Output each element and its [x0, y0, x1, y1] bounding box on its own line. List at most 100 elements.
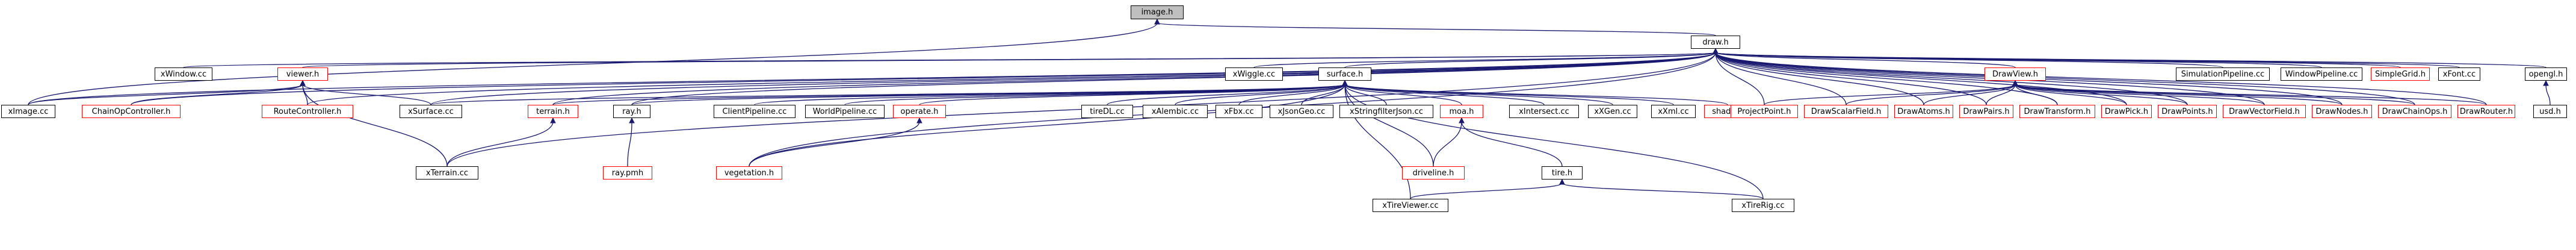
edge-50 — [1344, 84, 1674, 105]
edge-61 — [1410, 183, 1563, 199]
node-simulationpipeline-cc[interactable]: SimulationPipeline.cc — [2176, 67, 2270, 81]
node-surface-h[interactable]: surface.h — [1318, 67, 1371, 81]
edge-10 — [1715, 52, 2460, 68]
edge-3 — [302, 52, 1716, 68]
node-tire-h[interactable]: tire.h — [1542, 166, 1583, 180]
node-projectpoint-h[interactable]: ProjectPoint.h — [1731, 105, 1798, 118]
node-drawchainops-h[interactable]: DrawChainOps.h — [2378, 105, 2451, 118]
edge-31 — [28, 84, 303, 105]
edge-47 — [1344, 84, 1462, 105]
node-xxml-cc[interactable]: xXml.cc — [1651, 105, 1696, 118]
node-windowpipeline-cc[interactable]: WindowPipeline.cc — [2281, 67, 2362, 81]
node-drawatoms-h[interactable]: DrawAtoms.h — [1894, 105, 1953, 118]
node-xfont-cc[interactable]: xFont.cc — [2438, 67, 2480, 81]
edge-65 — [1923, 84, 2016, 105]
node-xwindow-cc[interactable]: xWindow.cc — [155, 67, 212, 81]
node-drawtransform-h[interactable]: DrawTransform.h — [2019, 105, 2095, 118]
edge-arrow-30 — [1713, 48, 1719, 54]
edge-68 — [2015, 84, 2127, 105]
node-xalembic-cc[interactable]: xAlembic.cc — [1143, 105, 1208, 118]
edge-arrow-1 — [1154, 18, 1160, 25]
edge-23 — [1715, 52, 1987, 105]
edge-64 — [1846, 84, 2016, 105]
edge-71 — [2015, 84, 2343, 105]
edge-20 — [1715, 52, 1765, 105]
edge-6 — [1715, 52, 2016, 68]
node-xtirerig-cc[interactable]: xTireRig.cc — [1732, 199, 1794, 212]
edge-58 — [749, 121, 920, 167]
edge-17 — [631, 52, 1716, 105]
edge-67 — [2015, 84, 2058, 105]
node-xintersect-cc[interactable]: xIntersect.cc — [1509, 105, 1579, 118]
edge-56 — [446, 121, 554, 167]
edge-38 — [631, 84, 1345, 105]
node-terrain-h[interactable]: terrain.h — [528, 105, 578, 118]
edge-21 — [1715, 52, 1847, 105]
edge-29 — [1715, 52, 2415, 105]
node-clientpipeline-cc[interactable]: ClientPipeline.cc — [714, 105, 795, 118]
edge-54 — [1344, 84, 1764, 199]
node-drawpairs-h[interactable]: DrawPairs.h — [1959, 105, 2013, 118]
node-ximage-cc[interactable]: xImage.cc — [1, 105, 55, 118]
edge-49 — [1344, 84, 1613, 105]
edge-arrow-56 — [550, 117, 556, 123]
node-xjsongeo-cc[interactable]: xJsonGeo.cc — [1270, 105, 1333, 118]
node-tiredl-cc[interactable]: tireDL.cc — [1081, 105, 1133, 118]
node-xfbx-cc[interactable]: xFbx.cc — [1215, 105, 1262, 118]
edge-5 — [1344, 52, 1716, 68]
node-worldpipeline-cc[interactable]: WorldPipeline.cc — [805, 105, 885, 118]
edge-73 — [2015, 84, 2487, 105]
node-moa-h[interactable]: moa.h — [1440, 105, 1483, 118]
edge-48 — [1344, 84, 1545, 105]
edge-arrow-60 — [1459, 117, 1465, 123]
node-usd-h[interactable]: usd.h — [2533, 105, 2567, 118]
node-drawview-h[interactable]: DrawView.h — [1985, 67, 2046, 81]
edge-arrow-58 — [916, 117, 922, 123]
node-drawpoints-h[interactable]: DrawPoints.h — [2158, 105, 2217, 118]
node-ray-pmh[interactable]: ray.pmh — [603, 166, 652, 180]
node-drawvectorfield-h[interactable]: DrawVectorField.h — [2223, 105, 2306, 118]
edge-35 — [302, 84, 448, 167]
edge-13 — [131, 52, 1716, 105]
edge-arrow-57 — [629, 117, 635, 123]
edge-66 — [1986, 84, 2016, 105]
node-routecontroller-h[interactable]: RouteController.h — [262, 105, 353, 118]
edge-arrow-74 — [2543, 80, 2549, 86]
node-draw-h[interactable]: draw.h — [1691, 36, 1740, 49]
edge-14 — [307, 52, 1716, 105]
edge-41 — [919, 84, 1345, 105]
edge-60 — [1461, 121, 1563, 167]
edge-36 — [430, 84, 1345, 105]
edge-arrow-55 — [1342, 80, 1348, 86]
node-vegetation-h[interactable]: vegetation.h — [716, 166, 782, 180]
node-xsurface-cc[interactable]: xSurface.cc — [400, 105, 462, 118]
edge-63 — [1764, 84, 2016, 105]
edge-1 — [28, 22, 1158, 105]
node-drawnodes-h[interactable]: DrawNodes.h — [2312, 105, 2372, 118]
node-image-h[interactable]: image.h — [1131, 5, 1184, 19]
node-xterrain-cc[interactable]: xTerrain.cc — [416, 166, 478, 180]
node-xtireviewer-cc[interactable]: xTireViewer.cc — [1373, 199, 1448, 212]
edge-46 — [1344, 84, 1387, 105]
node-opengl-h[interactable]: opengl.h — [2525, 67, 2567, 81]
node-chainopcontroller-h[interactable]: ChainOpController.h — [82, 105, 181, 118]
node-drawpick-h[interactable]: DrawPick.h — [2101, 105, 2152, 118]
node-xwiggle-cc[interactable]: xWiggle.cc — [1225, 67, 1283, 81]
edge-32 — [131, 84, 303, 105]
edge-70 — [2015, 84, 2265, 105]
edge-15 — [430, 52, 1716, 105]
edge-52 — [1344, 84, 1434, 167]
node-simplegrid-h[interactable]: SimpleGrid.h — [2371, 67, 2430, 81]
node-ray-h[interactable]: ray.h — [613, 105, 650, 118]
node-drawrouter-h[interactable]: DrawRouter.h — [2457, 105, 2515, 118]
edge-69 — [2015, 84, 2188, 105]
edge-43 — [1175, 84, 1345, 105]
edge-arrow-73 — [2012, 80, 2018, 86]
node-xstringfilterjson-cc[interactable]: xStringfilterJson.cc — [1339, 105, 1433, 118]
node-xxgen-cc[interactable]: xXGen.cc — [1588, 105, 1637, 118]
node-viewer-h[interactable]: viewer.h — [277, 67, 328, 81]
node-operate-h[interactable]: operate.h — [893, 105, 946, 118]
node-driveline-h[interactable]: driveline.h — [1402, 166, 1465, 180]
node-drawscalarfield-h[interactable]: DrawScalarField.h — [1804, 105, 1888, 118]
